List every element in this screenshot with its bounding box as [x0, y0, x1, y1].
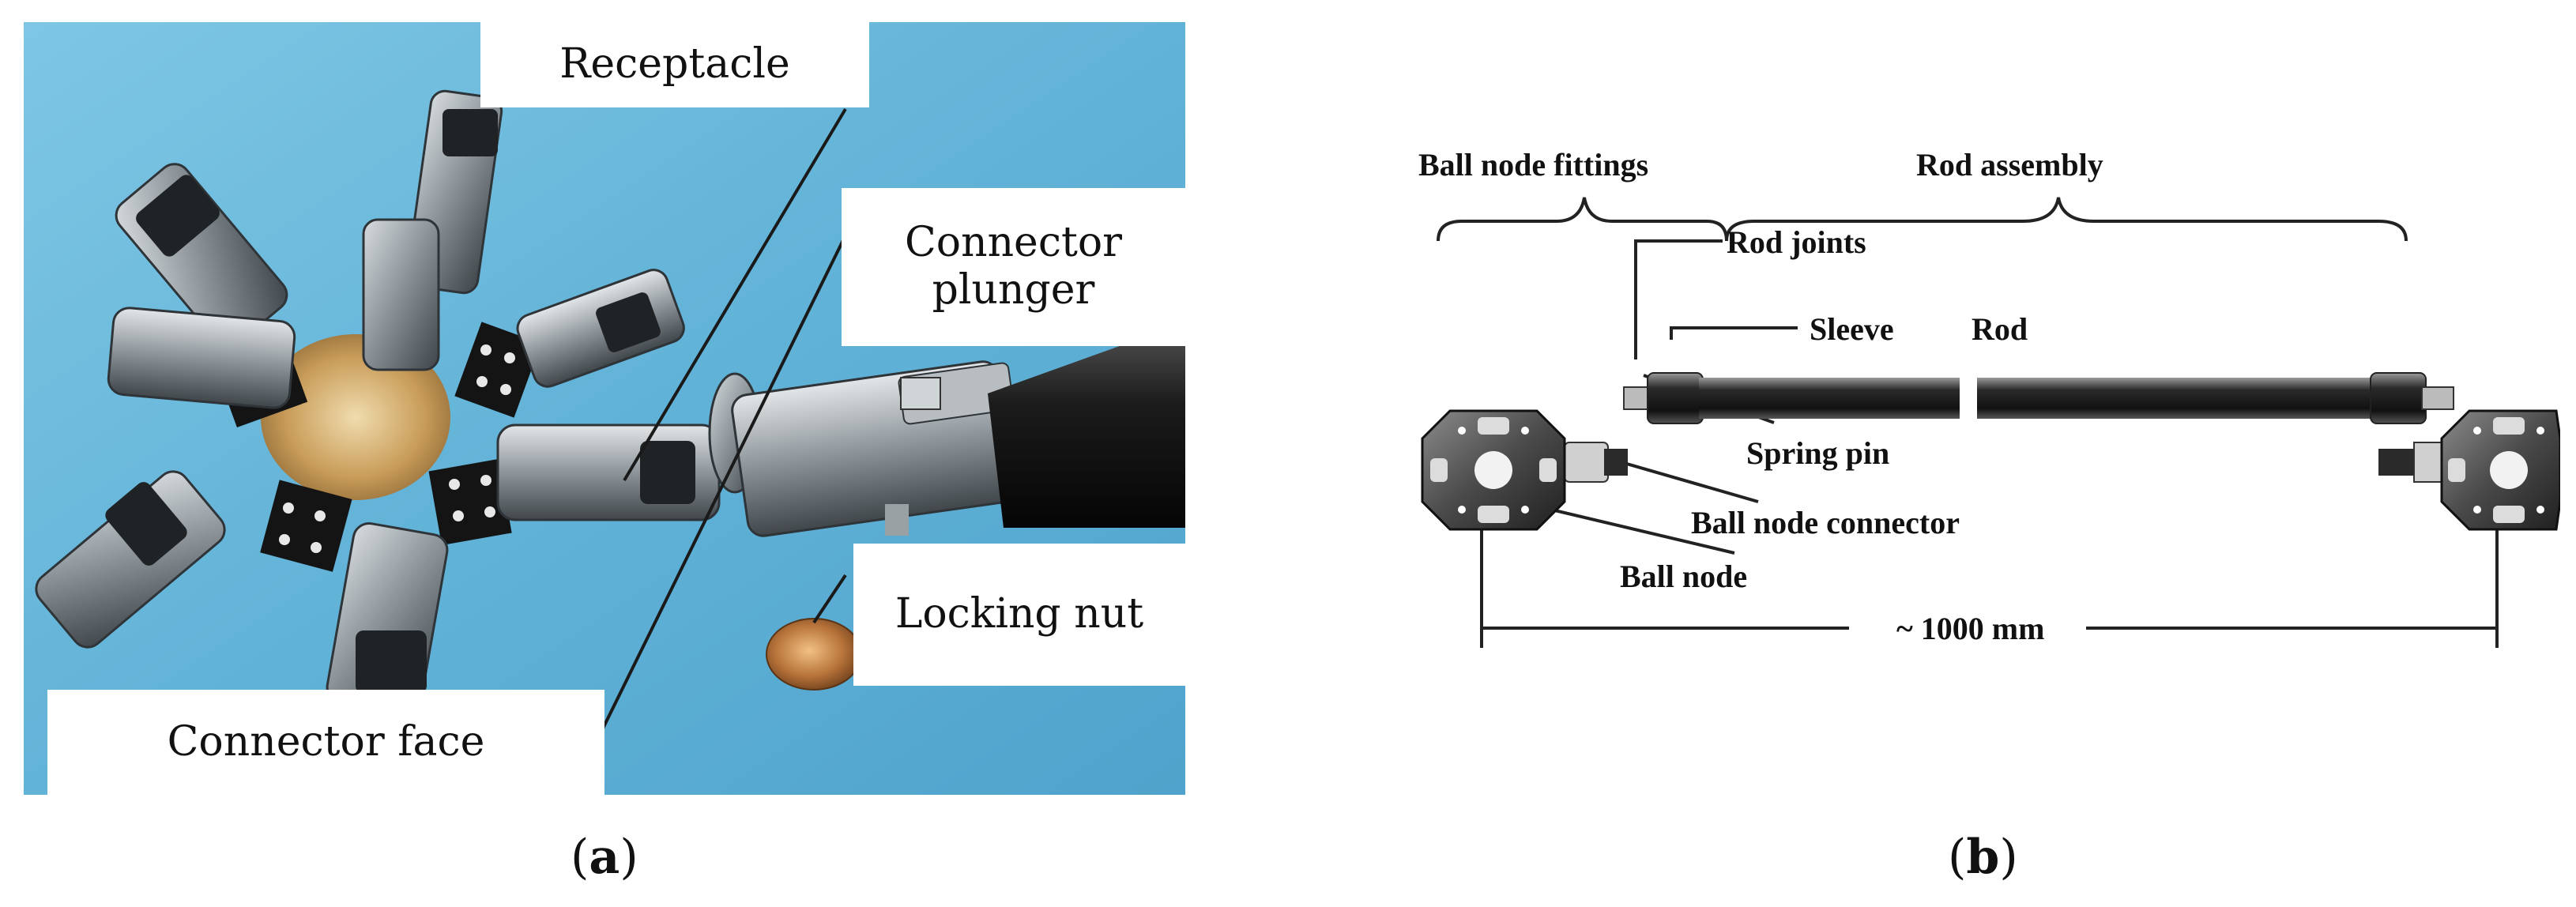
connector-plunger-text-2: plunger [932, 266, 1095, 314]
rod-assembly-label: Rod assembly [1916, 147, 2103, 183]
rod-assembly-drawing [1421, 197, 2560, 648]
rod-label: Rod [1972, 311, 2028, 347]
spring-pin-label: Spring pin [1746, 435, 1890, 471]
ball-node-connector-label: Ball node connector [1691, 505, 1960, 540]
panel-b-diagram: Ball node fittings Rod assembly Rod join… [1407, 119, 2560, 687]
connector-face-label: Connector face [47, 690, 604, 795]
left-ball-node [1421, 409, 1566, 531]
right-ball-node [2440, 409, 2560, 531]
ball-node-photo [24, 22, 1185, 795]
locking-nut-label: Locking nut [853, 544, 1185, 686]
ball-node-label: Ball node [1620, 559, 1748, 594]
rod-joints-label: Rod joints [1727, 224, 1866, 260]
connector-plunger-label: Connector plunger [842, 188, 1185, 346]
sleeve-label: Sleeve [1810, 311, 1894, 347]
caption-a: (a) [571, 830, 638, 885]
caption-b: (b) [1948, 830, 2018, 885]
caption-a-letter: a [589, 830, 620, 885]
caption-b-letter: b [1966, 830, 2000, 885]
connector-face-text: Connector face [167, 717, 485, 766]
receptacle-text: Receptacle [559, 40, 790, 88]
receptacle-label: Receptacle [480, 22, 869, 107]
panel-a-photo: Receptacle Connector plunger Locking nut… [24, 22, 1185, 795]
dimension-label: ~ 1000 mm [1896, 611, 2045, 646]
ball-node-fittings-label: Ball node fittings [1418, 147, 1649, 183]
locking-nut-text: Locking nut [894, 590, 1144, 638]
connector-plunger-text-1: Connector [904, 219, 1123, 267]
